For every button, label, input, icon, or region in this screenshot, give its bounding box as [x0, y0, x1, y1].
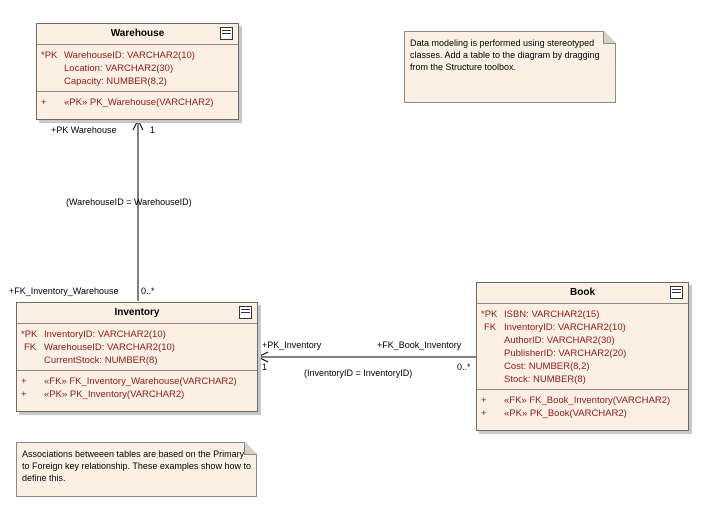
book-title: Book: [570, 287, 595, 298]
table-icon: [670, 286, 683, 299]
target-multiplicity-label: 0..*: [141, 286, 155, 296]
source-multiplicity-label: 1: [262, 362, 268, 372]
source-role-label: +PK_Inventory: [262, 340, 322, 350]
attribute-row[interactable]: *PK InventoryID: VARCHAR2(10): [17, 328, 257, 341]
note-top[interactable]: Data modeling is performed using stereot…: [404, 31, 616, 103]
attribute-row[interactable]: CurrentStock: NUMBER(8): [17, 354, 257, 367]
attribute-row[interactable]: FK WarehouseID: VARCHAR2(10): [17, 341, 257, 354]
attribute-text: InventoryID: VARCHAR2(10): [44, 329, 166, 340]
operation-row[interactable]: + «FK» FK_Inventory_Warehouse(VARCHAR2): [17, 375, 257, 388]
book-operations: + «FK» FK_Book_Inventory(VARCHAR2) + «PK…: [477, 390, 688, 423]
attribute-text: ISBN: VARCHAR2(15): [504, 309, 600, 320]
book-attributes: *PK ISBN: VARCHAR2(15) FK InventoryID: V…: [477, 304, 688, 390]
operation-text: «PK» PK_Inventory(VARCHAR2): [44, 389, 185, 400]
note-fold-corner: [244, 442, 257, 455]
key-marker: *PK: [21, 329, 38, 340]
attribute-text: PublisherID: VARCHAR2(20): [504, 348, 627, 359]
warehouse-arrowhead: [132, 118, 144, 131]
attribute-text: WarehouseID: VARCHAR2(10): [64, 50, 195, 61]
attribute-row[interactable]: Stock: NUMBER(8): [477, 373, 688, 386]
visibility-marker: +: [41, 97, 47, 108]
attribute-row[interactable]: *PK WarehouseID: VARCHAR2(10): [37, 49, 238, 62]
visibility-marker: +: [481, 395, 487, 406]
operation-row[interactable]: + «PK» PK_Book(VARCHAR2): [477, 407, 688, 420]
operation-text: «PK» PK_Book(VARCHAR2): [504, 408, 627, 419]
attribute-row[interactable]: Cost: NUMBER(8,2): [477, 360, 688, 373]
key-marker: FK: [484, 322, 497, 333]
attribute-text: Stock: NUMBER(8): [504, 374, 586, 385]
condition-label: (WarehouseID = WarehouseID): [66, 197, 192, 207]
operation-row[interactable]: + «PK» PK_Warehouse(VARCHAR2): [37, 96, 238, 109]
attribute-text: Location: VARCHAR2(30): [64, 63, 174, 74]
operation-text: «PK» PK_Warehouse(VARCHAR2): [64, 97, 214, 108]
key-marker: *PK: [41, 50, 58, 61]
target-role-label: +FK_Inventory_Warehouse: [9, 286, 119, 296]
inventory-title: Inventory: [114, 307, 160, 318]
operation-row[interactable]: + «PK» PK_Inventory(VARCHAR2): [17, 388, 257, 401]
attribute-row[interactable]: AuthorID: VARCHAR2(30): [477, 334, 688, 347]
condition-label: (InventoryID = InventoryID): [304, 368, 413, 378]
attribute-text: WarehouseID: VARCHAR2(10): [44, 342, 175, 353]
target-multiplicity-label: 0..*: [457, 362, 471, 372]
operation-row[interactable]: + «FK» FK_Book_Inventory(VARCHAR2): [477, 394, 688, 407]
attribute-text: InventoryID: VARCHAR2(10): [504, 322, 626, 333]
inventory-table[interactable]: Inventory *PK InventoryID: VARCHAR2(10) …: [16, 302, 258, 412]
warehouse-attributes: *PK WarehouseID: VARCHAR2(10) Location: …: [37, 45, 238, 92]
operation-text: «FK» FK_Book_Inventory(VARCHAR2): [504, 395, 671, 406]
warehouse-table[interactable]: Warehouse *PK WarehouseID: VARCHAR2(10) …: [36, 23, 239, 120]
attribute-row[interactable]: FK InventoryID: VARCHAR2(10): [477, 321, 688, 334]
attribute-text: CurrentStock: NUMBER(8): [44, 355, 158, 366]
attribute-text: AuthorID: VARCHAR2(30): [504, 335, 615, 346]
attribute-text: Capacity: NUMBER(8,2): [64, 76, 167, 87]
note-fold-corner: [603, 31, 616, 44]
inventory-header: Inventory: [17, 303, 257, 324]
inventory-attributes: *PK InventoryID: VARCHAR2(10) FK Warehou…: [17, 324, 257, 371]
attribute-row[interactable]: Capacity: NUMBER(8,2): [37, 75, 238, 88]
attribute-row[interactable]: *PK ISBN: VARCHAR2(15): [477, 308, 688, 321]
note-bottom-text: Associations betweeen tables are based o…: [22, 449, 251, 483]
visibility-marker: +: [481, 408, 487, 419]
key-marker: FK: [24, 342, 37, 353]
attribute-row[interactable]: Location: VARCHAR2(30): [37, 62, 238, 75]
book-table[interactable]: Book *PK ISBN: VARCHAR2(15) FK Inventory…: [476, 282, 689, 431]
visibility-marker: +: [21, 389, 27, 400]
visibility-marker: +: [21, 376, 27, 387]
source-multiplicity-label: 1: [150, 125, 156, 135]
key-marker: *PK: [481, 309, 498, 320]
target-role-label: +FK_Book_Inventory: [377, 340, 462, 350]
note-top-text: Data modeling is performed using stereot…: [410, 38, 600, 72]
table-icon: [220, 27, 233, 40]
inventory-operations: + «FK» FK_Inventory_Warehouse(VARCHAR2) …: [17, 371, 257, 404]
table-icon: [239, 306, 252, 319]
warehouse-header: Warehouse: [37, 24, 238, 45]
note-bottom[interactable]: Associations betweeen tables are based o…: [16, 442, 257, 497]
book-header: Book: [477, 283, 688, 304]
attribute-text: Cost: NUMBER(8,2): [504, 361, 590, 372]
warehouse-operations: + «PK» PK_Warehouse(VARCHAR2): [37, 92, 238, 112]
operation-text: «FK» FK_Inventory_Warehouse(VARCHAR2): [44, 376, 237, 387]
source-role-label: +PK Warehouse: [51, 125, 117, 135]
inventory-arrowhead: [256, 351, 269, 363]
warehouse-title: Warehouse: [110, 28, 165, 39]
attribute-row[interactable]: PublisherID: VARCHAR2(20): [477, 347, 688, 360]
